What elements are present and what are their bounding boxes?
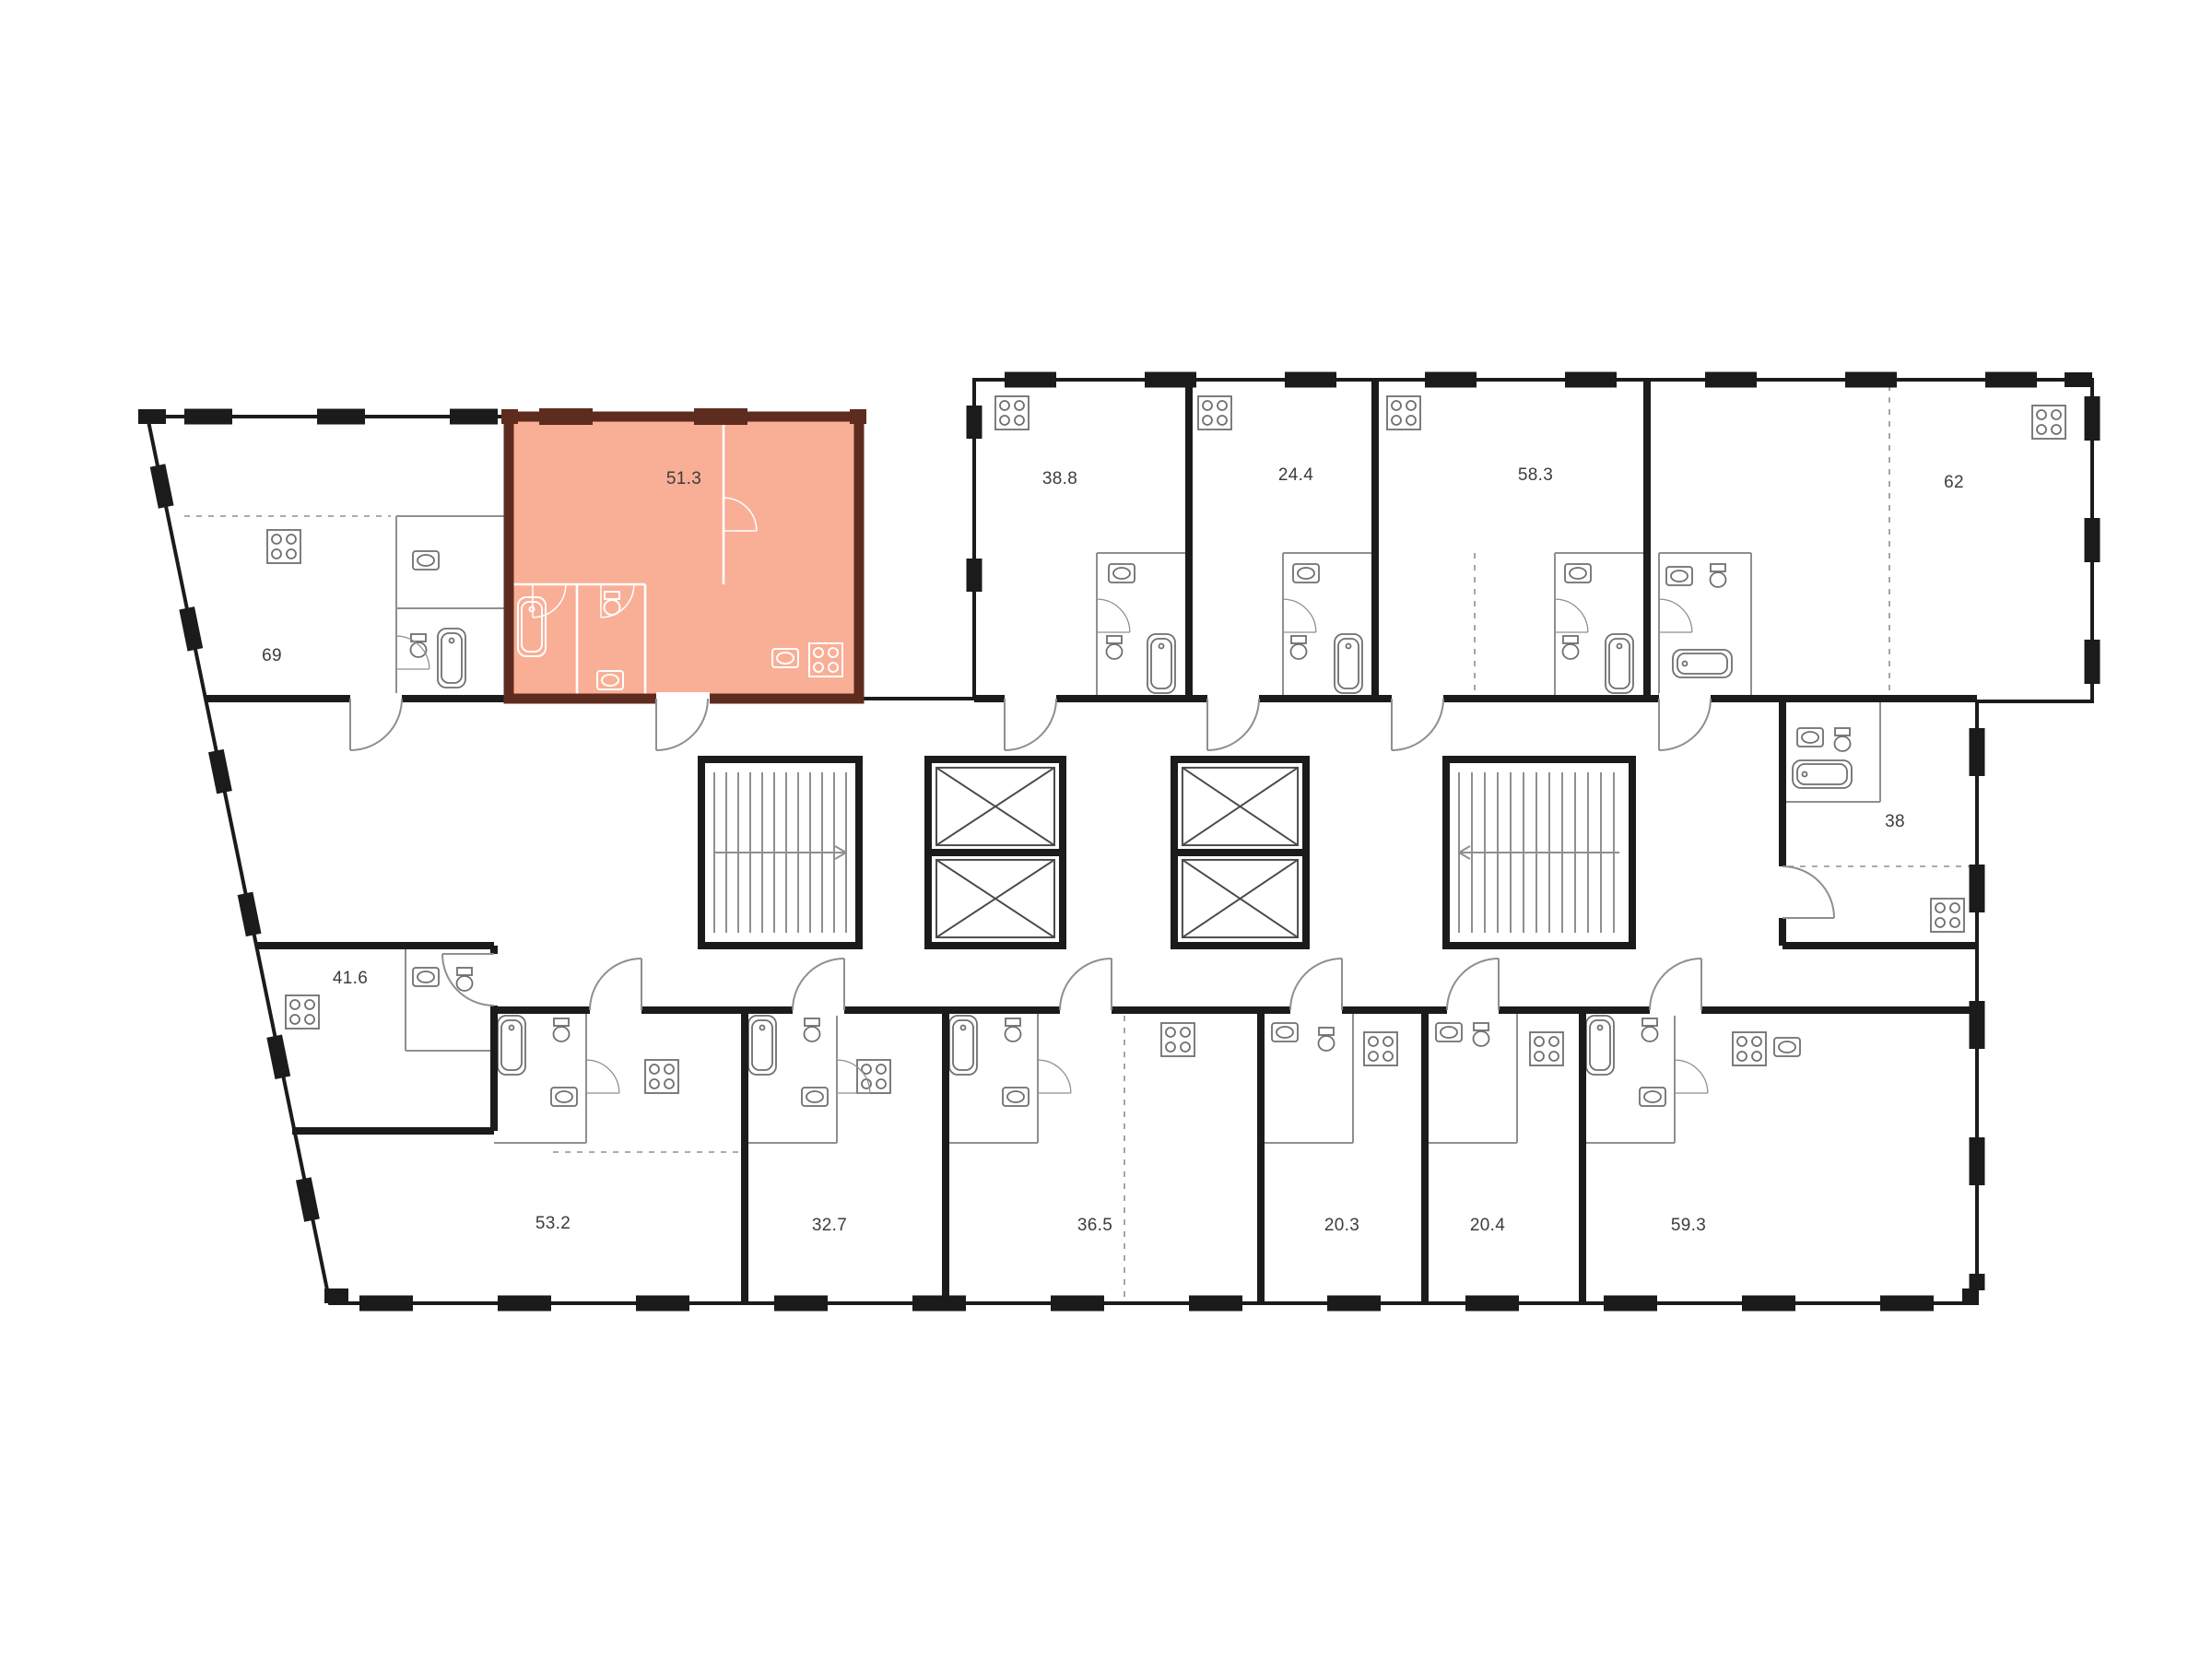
highlighted-partitions [509,417,725,699]
area-label-20-3: 20.3 [1324,1216,1360,1235]
area-label-32-7: 32.7 [811,1216,848,1235]
area-label-69: 69 [262,646,282,665]
area-label-53-2: 53.2 [535,1214,571,1233]
area-label-38: 38 [1885,812,1905,831]
window-piers [138,371,2100,1312]
partition-walls [395,515,1881,1144]
highlighted-unit-fill[interactable] [509,417,859,699]
selected-unit-region[interactable] [509,417,859,699]
building-outline [145,378,2094,1305]
area-label-38-8: 38.8 [1041,469,1078,488]
area-label-59-3: 59.3 [1670,1216,1707,1235]
interior-walls [205,380,1977,1303]
area-label-24-4: 24.4 [1277,465,1314,485]
highlighted-unit-walls [501,408,866,704]
area-label-62: 62 [1944,473,1964,492]
area-label-36-5: 36.5 [1077,1216,1113,1235]
area-label-51-3: 51.3 [665,469,702,488]
area-label-20-4: 20.4 [1469,1216,1506,1235]
stairwell-right [1442,756,1636,949]
door-gaps [350,692,1788,1016]
area-label-41-6: 41.6 [332,969,369,988]
area-label-58-3: 58.3 [1517,465,1554,485]
stairs [713,772,1619,933]
stairwell-left [698,756,863,949]
zone-dashed-lines [184,385,1972,1298]
